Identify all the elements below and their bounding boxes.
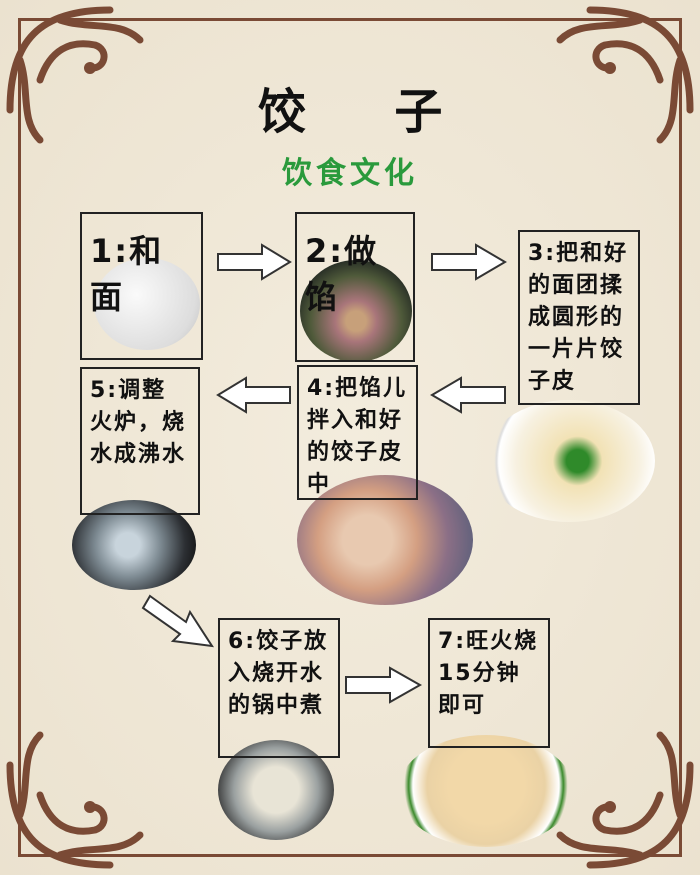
step-4-label: 4:把馅儿拌入和好的饺子皮中 [307, 376, 408, 497]
arrow-left-icon [216, 376, 291, 414]
arrow-left-icon [430, 376, 506, 414]
step-6-card: 6:饺子放入烧开水的锅中煮 [218, 618, 340, 758]
step-4-card: 4:把馅儿拌入和好的饺子皮中 [297, 365, 418, 500]
step-2-card: 2:做馅 [295, 212, 415, 362]
page-subtitle: 饮食文化 [282, 156, 418, 191]
step-5-label: 5:调整火炉，烧水成沸水 [90, 378, 187, 467]
step-6-label: 6:饺子放入烧开水的锅中煮 [228, 629, 329, 718]
arrow-right-icon [345, 666, 423, 704]
step-7-label: 7:旺火烧15分钟即可 [438, 629, 539, 718]
step-3-label: 3:把和好的面团揉成圆形的一片片饺子皮 [528, 241, 629, 394]
filling-photo [300, 260, 412, 362]
arrow-right-icon [431, 243, 507, 281]
page-title: 饺 子 [257, 84, 479, 140]
step-1-label: 1:和面 [90, 232, 164, 316]
arrow-diagonal-icon [141, 594, 215, 648]
step-3-card: 3:把和好的面团揉成圆形的一片片饺子皮 [518, 230, 640, 405]
step-1-card: 1:和面 [80, 212, 203, 360]
step-5-card: 5:调整火炉，烧水成沸水 [80, 367, 200, 515]
boiling-water-photo [72, 500, 196, 590]
flour-photo [94, 258, 200, 350]
wrapping-dumpling-photo [297, 475, 473, 605]
dough-wrappers-photo [483, 400, 655, 522]
step-2-label: 2:做馅 [305, 232, 379, 316]
arrow-right-icon [217, 243, 292, 281]
step-7-card: 7:旺火烧15分钟即可 [428, 618, 550, 748]
poster-frame [18, 18, 682, 857]
finished-dumplings-photo [398, 735, 574, 847]
